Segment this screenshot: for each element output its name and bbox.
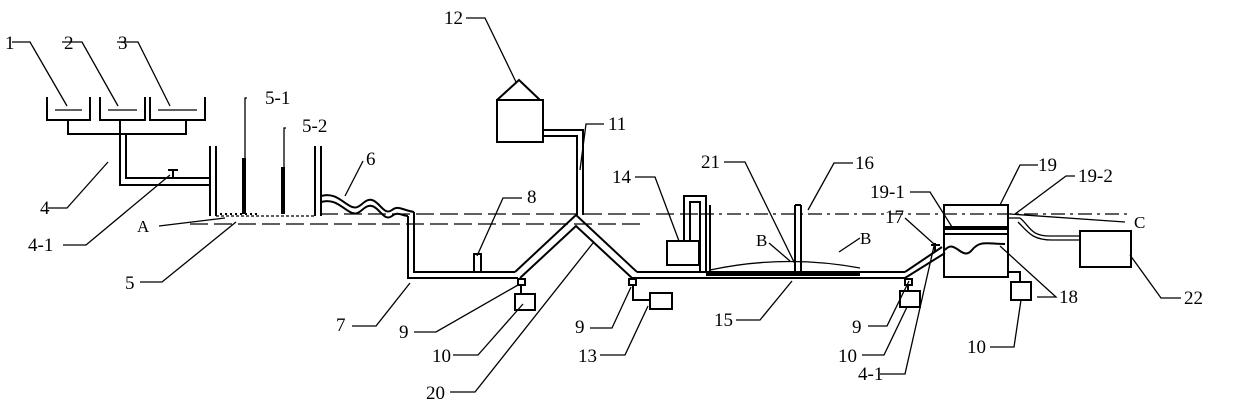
valve-4-1b: [931, 243, 940, 252]
label-9c: 9: [852, 317, 862, 338]
label-5-1: 5-1: [265, 88, 290, 109]
label-13: 13: [578, 346, 597, 367]
label-14: 14: [612, 167, 632, 188]
collector-13: [649, 292, 673, 310]
manifold-pipe-4: [67, 120, 210, 186]
tank-5: [209, 146, 322, 217]
label-B1: B: [756, 231, 767, 250]
label-1: 1: [5, 33, 15, 54]
label-4-1b: 4-1: [858, 364, 883, 385]
channel-15: [706, 260, 905, 279]
label-10b: 10: [838, 346, 857, 367]
leader-lines: [12, 17, 1181, 393]
label-15: 15: [714, 310, 733, 331]
rising-pipe: [904, 246, 946, 279]
label-19-2: 19-2: [1078, 166, 1113, 187]
label-3: 3: [118, 33, 128, 54]
label-12: 12: [444, 8, 463, 29]
tank-3: [149, 97, 206, 121]
level-line-a: [190, 213, 700, 225]
collector-10-c: [1010, 281, 1032, 301]
port-9-a: [517, 278, 526, 294]
label-5: 5: [125, 273, 135, 294]
vent-8: [473, 253, 482, 272]
tank-19: [943, 204, 1009, 278]
label-C: C: [1134, 213, 1145, 232]
label-B2: B: [860, 229, 871, 248]
port-9-b: [628, 278, 650, 301]
label-9b: 9: [575, 317, 585, 338]
pipe-11: [543, 129, 584, 215]
label-22: 22: [1184, 288, 1203, 309]
label-21: 21: [701, 152, 720, 173]
label-2: 2: [64, 33, 74, 54]
label-19: 19: [1038, 155, 1057, 176]
label-19-1: 19-1: [870, 182, 905, 203]
tank-2: [99, 97, 146, 121]
label-5-2: 5-2: [302, 116, 327, 137]
vent-16: [794, 204, 802, 272]
label-7: 7: [336, 315, 346, 336]
box-22: [1079, 230, 1132, 268]
label-4: 4: [40, 198, 50, 219]
collector-10-a: [514, 293, 536, 311]
label-18: 18: [1059, 287, 1078, 308]
label-6: 6: [366, 149, 376, 170]
label-A: A: [137, 217, 150, 236]
valve-4-1: [168, 169, 178, 178]
outlet-pipe-19-2: [1008, 217, 1080, 241]
label-10c: 10: [967, 337, 986, 358]
label-16: 16: [855, 153, 874, 174]
label-20: 20: [426, 383, 445, 404]
label-17: 17: [885, 207, 904, 228]
label-4-1a: 4-1: [28, 235, 53, 256]
pipe-7: [407, 212, 518, 279]
drain-right: [1008, 271, 1021, 282]
pump-14: [666, 195, 707, 272]
tank-1: [46, 97, 91, 121]
hose-18: [944, 242, 1006, 255]
label-9a: 9: [399, 322, 409, 343]
horizontal-pipe: [632, 271, 706, 279]
label-11: 11: [608, 114, 626, 135]
label-10a: 10: [432, 346, 451, 367]
label-8: 8: [527, 187, 537, 208]
level-line-c: [700, 213, 1130, 223]
silo-12: [496, 78, 544, 143]
